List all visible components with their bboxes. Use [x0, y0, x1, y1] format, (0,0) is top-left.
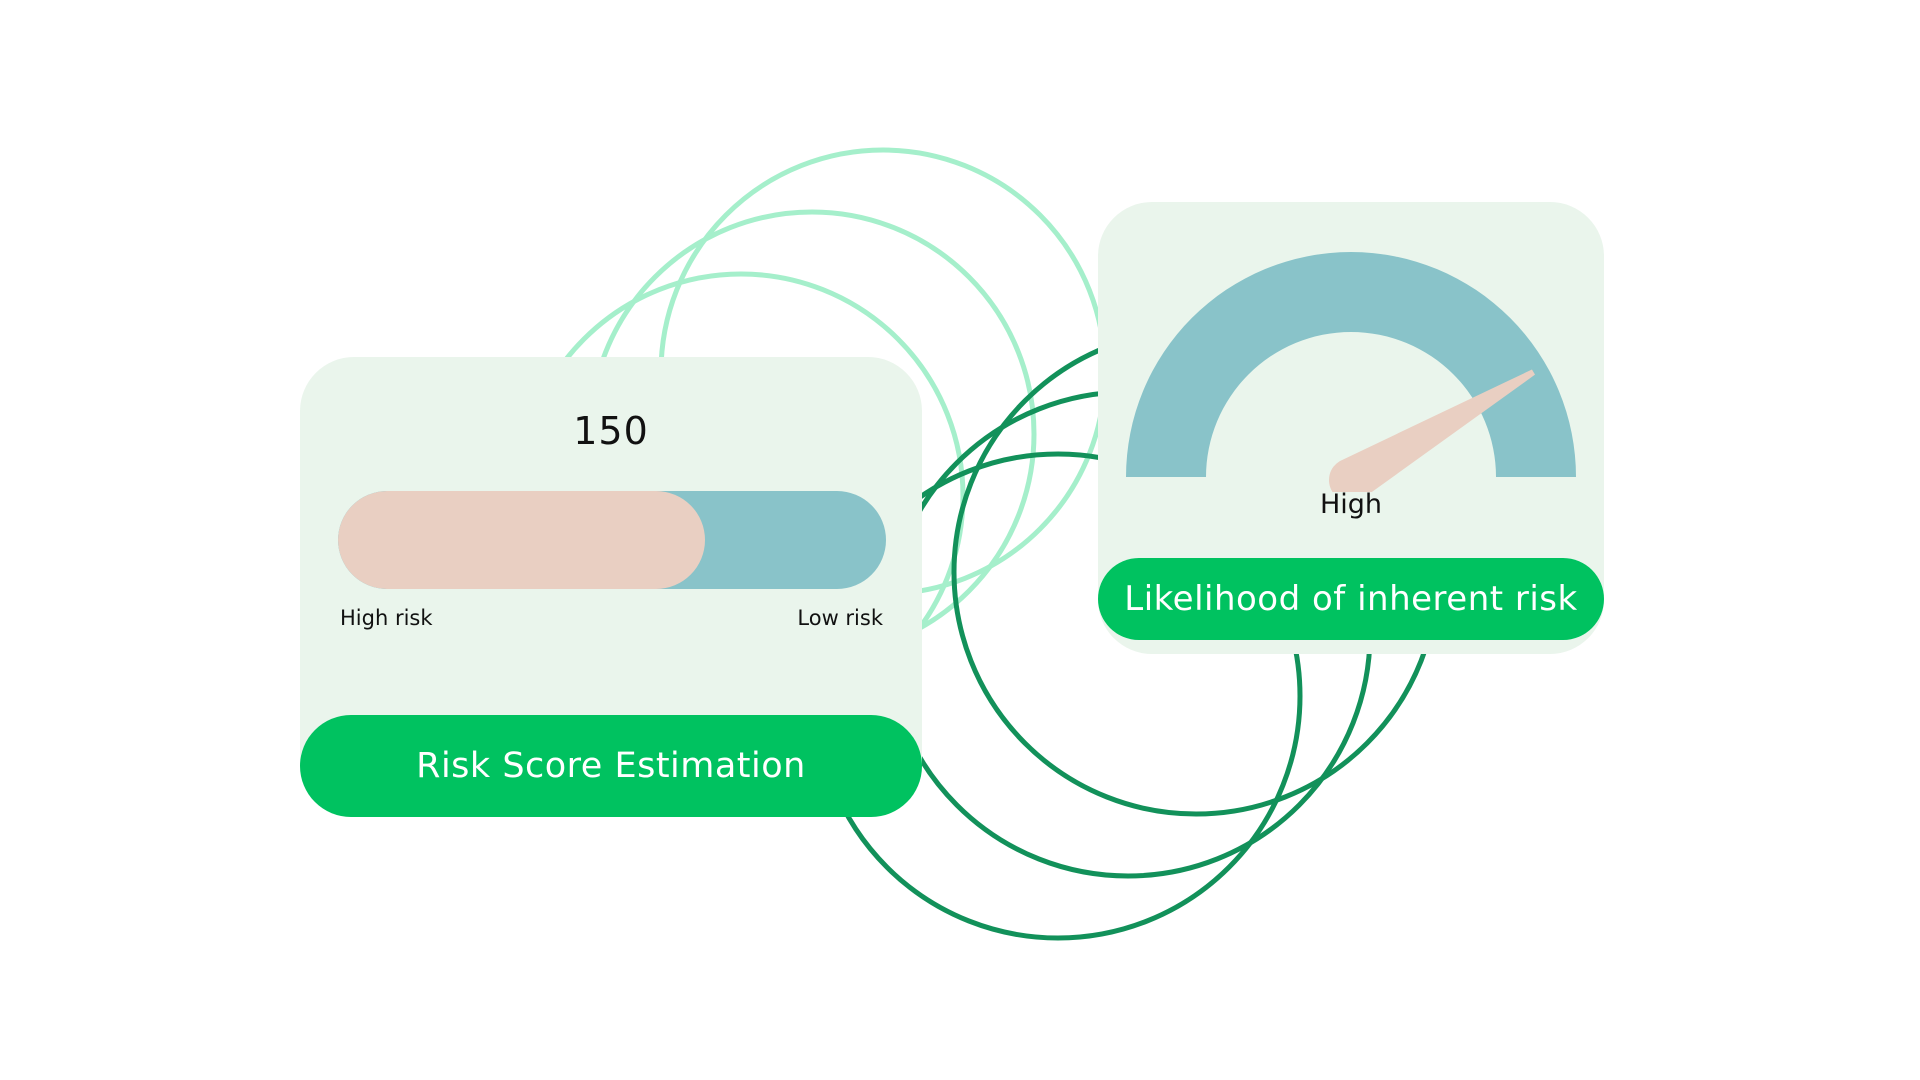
gauge-arc	[1126, 252, 1576, 477]
risk-meter	[338, 491, 886, 589]
gauge-needle-shape	[1328, 369, 1536, 492]
high-risk-label: High risk	[340, 606, 433, 630]
gauge-needle	[1328, 369, 1536, 492]
inherent-risk-card: High Likelihood of inherent risk	[1098, 202, 1604, 654]
likelihood-of-inherent-risk-button[interactable]: Likelihood of inherent risk	[1098, 558, 1604, 640]
risk-score-estimation-button[interactable]: Risk Score Estimation	[300, 715, 922, 817]
score-value: 150	[573, 409, 649, 453]
risk-score-card: 150 High risk Low risk Risk Score Estima…	[300, 357, 922, 817]
risk-level-label: High	[1319, 489, 1383, 520]
low-risk-label: Low risk	[797, 606, 883, 630]
risk-gauge	[1126, 252, 1576, 492]
risk-meter-fill	[338, 491, 706, 589]
